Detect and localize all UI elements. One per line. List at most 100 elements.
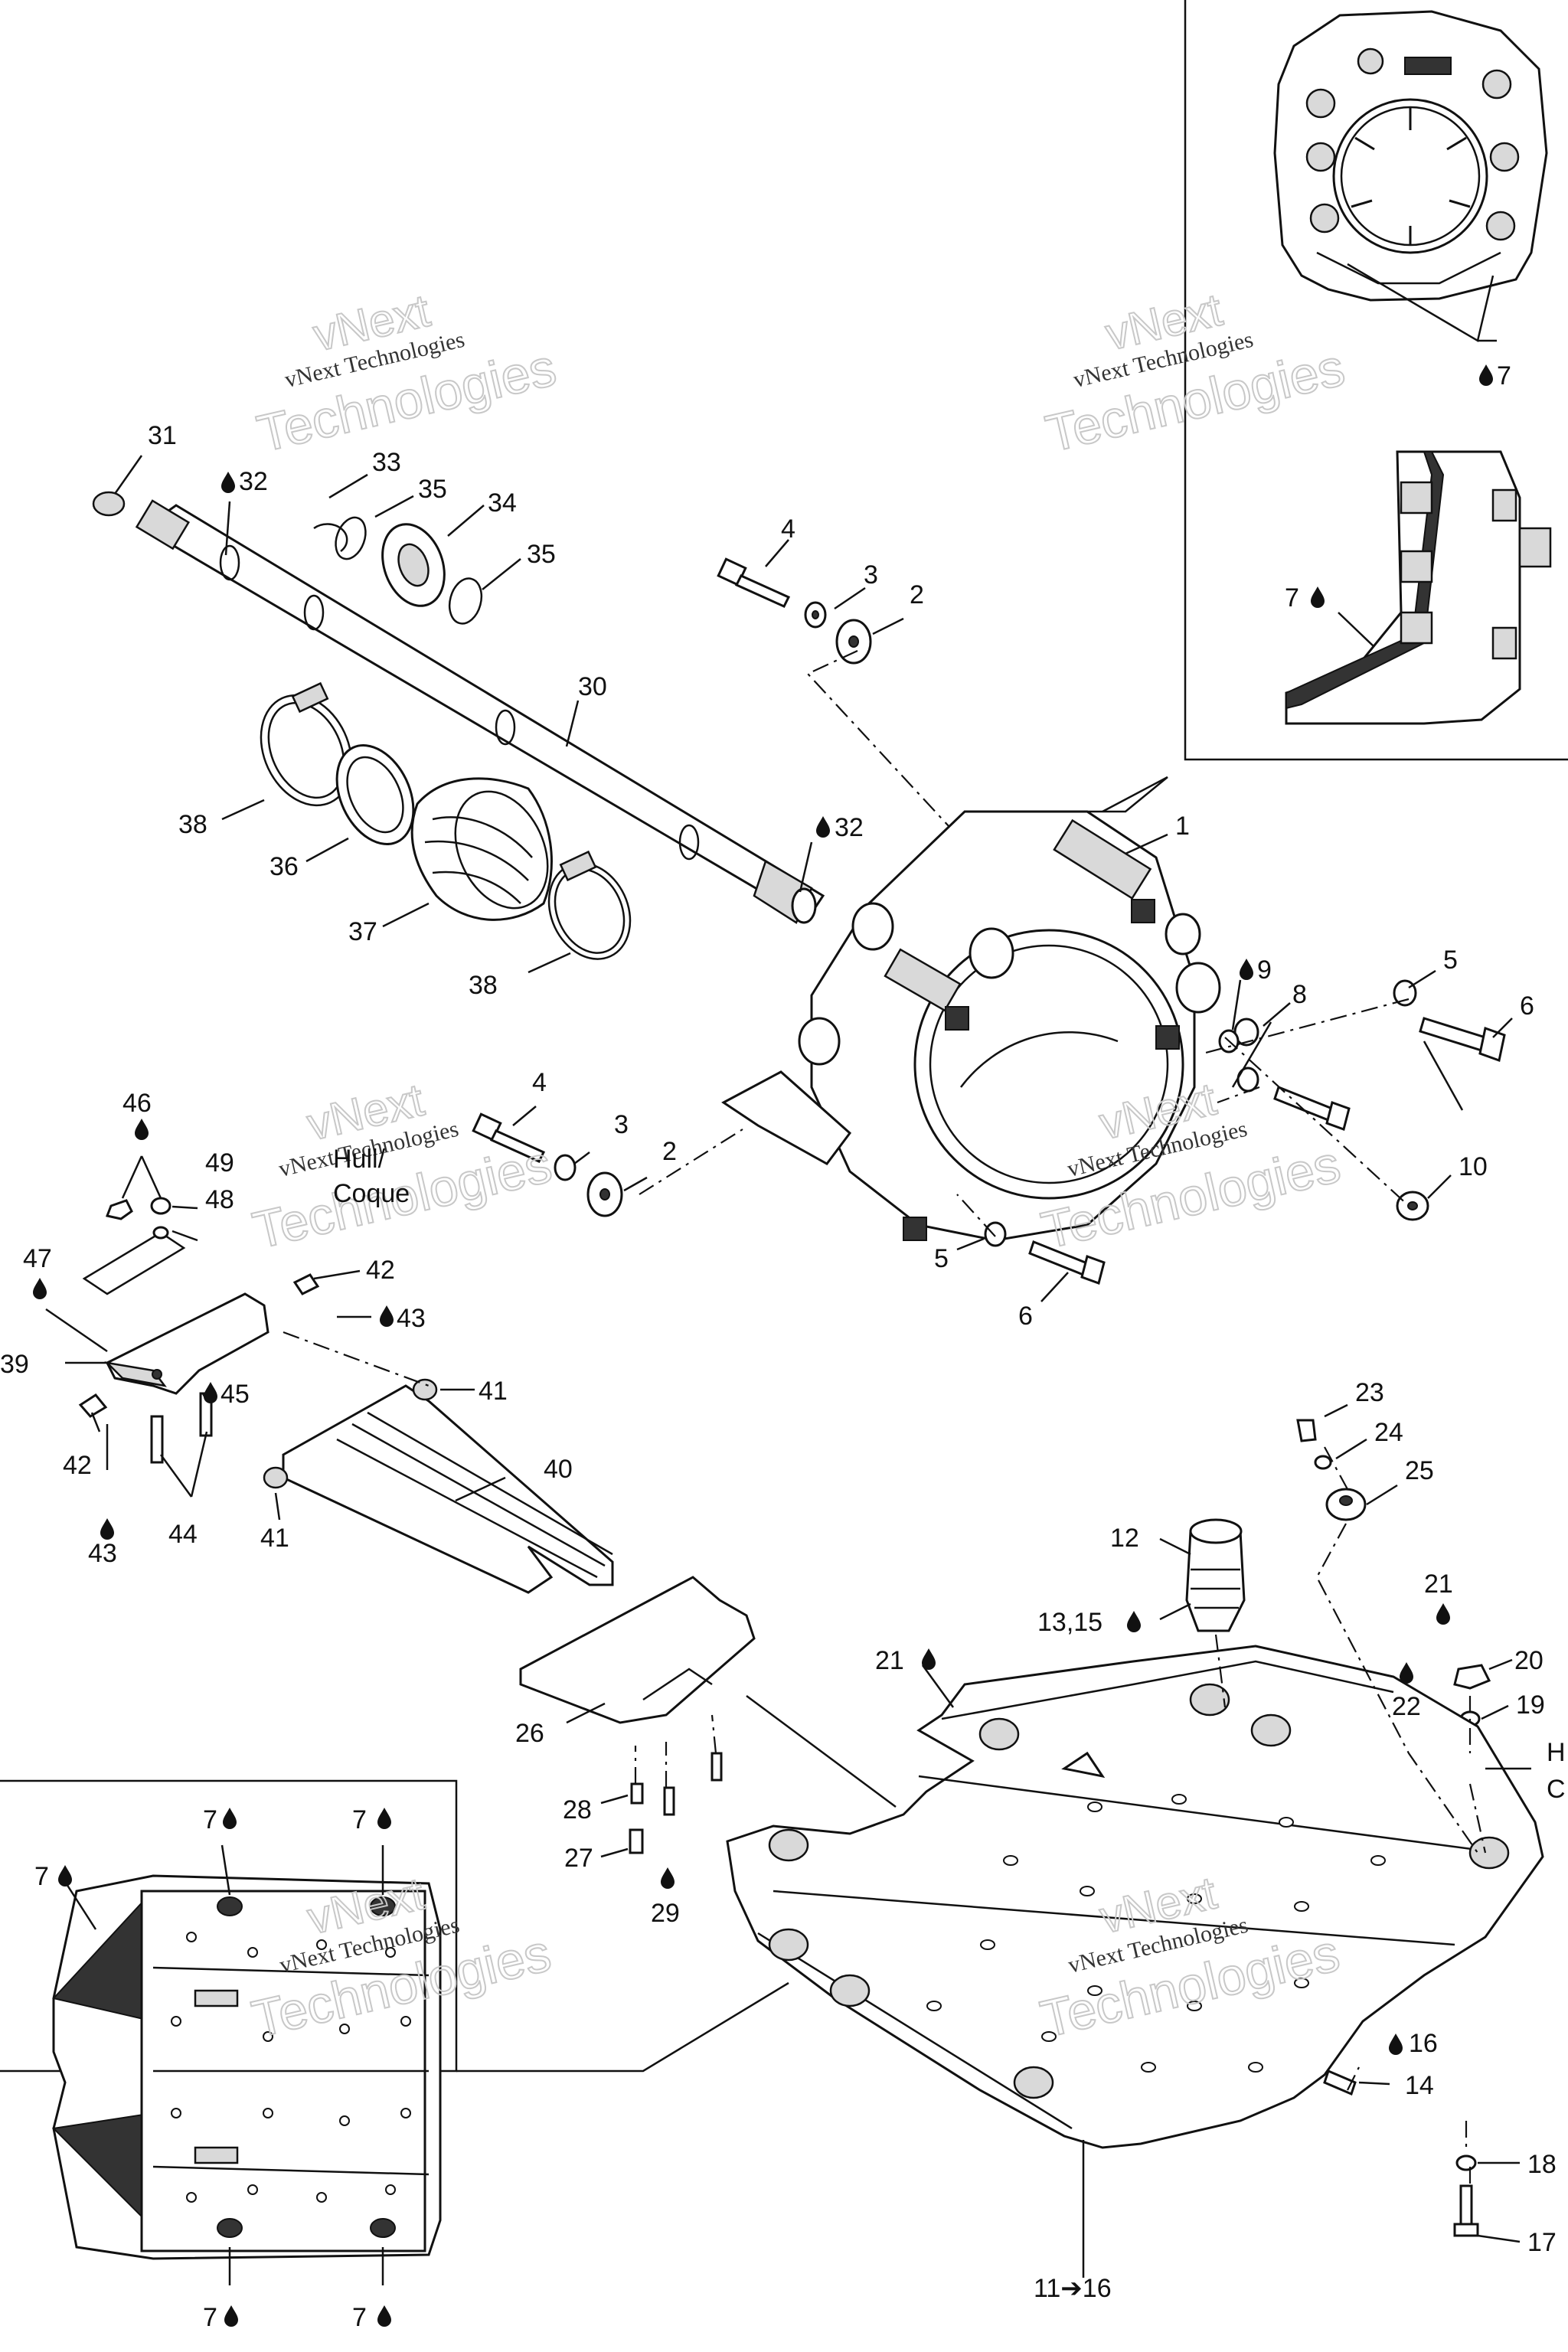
callout-7-c: 7 <box>34 1862 49 1891</box>
callout-10: 10 <box>1459 1152 1488 1181</box>
callout-38-lower: 38 <box>469 971 498 1000</box>
callout-39: 39 <box>0 1350 29 1379</box>
callout-45: 45 <box>220 1380 250 1409</box>
callout-24: 24 <box>1374 1418 1403 1447</box>
callout-49: 49 <box>205 1148 234 1178</box>
callout-4-lower: 4 <box>532 1068 547 1097</box>
callout-21-right: 21 <box>1424 1570 1453 1599</box>
housing-front-view <box>1273 10 1548 342</box>
callout-c: C <box>1547 1775 1566 1804</box>
screw-44 <box>150 1392 213 1464</box>
callout-37: 37 <box>348 917 377 946</box>
grommet-25 <box>1325 1488 1367 1521</box>
bolt-4-upper <box>717 557 791 608</box>
bolt-6-lower <box>1028 1240 1106 1285</box>
washer-3-lower <box>554 1154 577 1181</box>
callout-41-upper: 41 <box>479 1377 508 1406</box>
callout-16: 16 <box>1409 2029 1438 2058</box>
callout-44: 44 <box>168 1520 198 1549</box>
nut-46 <box>105 1199 133 1220</box>
callout-6-lower: 6 <box>1018 1302 1033 1331</box>
callout-33: 33 <box>372 448 401 477</box>
callout-12: 12 <box>1110 1524 1139 1553</box>
callout-22: 22 <box>1392 1692 1421 1721</box>
callout-9: 9 <box>1257 956 1272 985</box>
callout-41-lower: 41 <box>260 1524 289 1553</box>
ride-plate-underside <box>51 1874 442 2260</box>
callout-2-upper: 2 <box>910 580 924 609</box>
callout-25: 25 <box>1405 1456 1434 1485</box>
callout-42-upper: 42 <box>366 1256 395 1285</box>
bolt-6-middle <box>1273 1086 1351 1131</box>
callout-46: 46 <box>122 1089 152 1118</box>
callout-2-lower: 2 <box>662 1137 677 1166</box>
seal-carrier-34 <box>381 523 446 607</box>
callout-32-top: 32 <box>239 467 268 496</box>
hull-insert-plate <box>82 1231 186 1295</box>
callout-42-lower: 42 <box>63 1451 92 1480</box>
callout-5-lower: 5 <box>934 1244 949 1273</box>
ride-plate-shield-26 <box>519 1576 756 1724</box>
callout-48: 48 <box>205 1185 234 1214</box>
washer-18 <box>1455 2154 1477 2171</box>
nut-41 <box>263 1378 438 1489</box>
bellows-boot-37 <box>410 777 553 921</box>
hull-note: Hull/ Coque <box>333 1145 410 1208</box>
callout-4-upper: 4 <box>781 514 795 544</box>
housing-side-view <box>1285 450 1552 725</box>
washer-48-49 <box>150 1197 172 1240</box>
callout-32-mid: 32 <box>835 813 864 842</box>
clamp-38-upper <box>260 681 353 807</box>
intake-grate-40 <box>282 1384 614 1594</box>
callout-7-b: 7 <box>352 1805 367 1834</box>
callout-35-upper: 35 <box>418 475 447 504</box>
callout-3-lower: 3 <box>614 1110 629 1139</box>
callout-18: 18 <box>1527 2150 1557 2179</box>
callout-7-d: 7 <box>203 2303 217 2332</box>
bolt-4-lower <box>472 1112 546 1163</box>
callout-29: 29 <box>651 1899 680 1928</box>
screw-14 <box>1323 2069 1357 2096</box>
callout-7-inset-top: 7 <box>1497 361 1511 390</box>
nut-20 <box>1453 1664 1491 1690</box>
callout-7-inset-side: 7 <box>1285 583 1299 612</box>
washer-2-lower <box>586 1171 623 1217</box>
alignment-lines <box>283 650 1487 2190</box>
callout-13-15: 13,15 <box>1037 1608 1102 1637</box>
callout-14: 14 <box>1405 2071 1434 2100</box>
callout-26: 26 <box>515 1719 544 1748</box>
callout-6-upper: 6 <box>1520 991 1534 1021</box>
callout-27: 27 <box>564 1844 593 1873</box>
o-ring-35-upper <box>335 516 367 560</box>
drive-shaft <box>92 491 825 924</box>
callout-20: 20 <box>1514 1646 1544 1675</box>
callout-1: 1 <box>1175 812 1190 841</box>
circlip-33 <box>313 523 348 553</box>
callout-43-upper: 43 <box>397 1304 426 1333</box>
bolt-17 <box>1453 2184 1479 2237</box>
callout-43-lower: 43 <box>88 1539 117 1568</box>
callout-h: H <box>1547 1738 1566 1767</box>
inset-frame-top-right <box>1184 0 1568 761</box>
washer-8 <box>1218 1018 1259 1054</box>
clamp-38-lower <box>547 850 632 960</box>
ride-plate <box>726 1645 1544 2149</box>
callout-40: 40 <box>544 1455 573 1484</box>
fitting-12 <box>1185 1518 1246 1632</box>
callout-47: 47 <box>23 1244 52 1273</box>
callout-11-16: 11➔16 <box>1034 2274 1112 2303</box>
callout-7-e: 7 <box>352 2303 367 2332</box>
washer-3-upper <box>804 601 827 629</box>
callout-8: 8 <box>1292 980 1307 1009</box>
callout-34: 34 <box>488 488 517 518</box>
callout-31: 31 <box>148 421 177 450</box>
callout-28: 28 <box>563 1795 592 1824</box>
o-ring-35-lower <box>448 577 483 625</box>
callout-3-upper: 3 <box>864 560 878 590</box>
svg-text:Hull/: Hull/ <box>333 1145 386 1174</box>
callout-38-upper: 38 <box>178 810 207 839</box>
callout-36: 36 <box>270 852 299 881</box>
bolt-6-upper <box>1419 1017 1506 1062</box>
screw-42-lower <box>78 1393 108 1418</box>
